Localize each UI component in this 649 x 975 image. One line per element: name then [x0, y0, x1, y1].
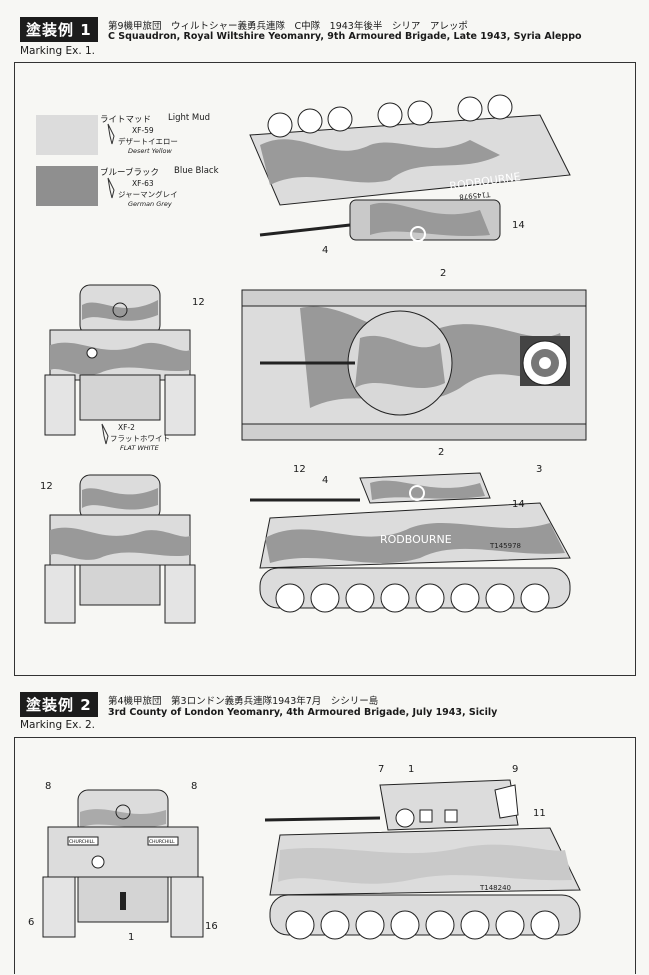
blue-black-label-en: Blue Black — [174, 166, 219, 176]
blue-black-swatch — [36, 166, 98, 206]
callout-ex2-side-11: 11 — [533, 808, 546, 819]
callout-ex2-front-8a: 8 — [45, 781, 52, 792]
callout-front-12: 12 — [192, 297, 205, 308]
light-mud-code-jp: デザートイエロー — [118, 137, 178, 146]
plate-marking: CHURCHILL — [69, 839, 95, 845]
flat-white-jp: フラットホワイト — [110, 434, 170, 443]
tank-ex1-top-view: RODBOURNE T145978 — [249, 94, 571, 242]
callout-ex2-side-7: 7 — [378, 764, 385, 775]
tank-ex1-rear-view — [44, 474, 196, 624]
callout-ex2-front-8b: 8 — [191, 781, 198, 792]
marking-ex2-title-en: 3rd County of London Yeomanry, 4th Armou… — [108, 707, 498, 718]
callout-ex2-side-9: 9 — [512, 764, 519, 775]
light-mud-label-en: Light Mud — [168, 113, 211, 123]
callout-ex2-side-1: 1 — [408, 764, 415, 775]
serial-marking: T148240 — [479, 884, 511, 892]
flat-white-en: FLAT WHITE — [120, 444, 159, 452]
callout-side-2: 2 — [438, 447, 445, 458]
rodbourne-marking: RODBOURNE — [380, 533, 452, 546]
tank-ex1-plan-view — [241, 289, 587, 441]
blue-black-code: XF-63 — [132, 179, 154, 188]
marking-ex2-frame — [14, 737, 636, 974]
callout-plan-3: 3 — [536, 464, 543, 475]
serial-marking: T145978 — [459, 190, 492, 201]
brush-icon — [101, 423, 109, 445]
marking-ex2-subtitle: Marking Ex. 2. — [20, 719, 96, 731]
marking-ex1-frame — [14, 62, 636, 676]
marking-ex1-title-jp: 第9機甲旅団 ウィルトシャー義勇兵連隊 C中隊 1943年後半 シリア アレッポ — [108, 21, 468, 32]
callout-ex2-front-1: 1 — [128, 932, 135, 943]
tank-ex2-front-view: CHURCHILL CHURCHILL — [42, 789, 204, 938]
tank-ex1-front-view — [44, 284, 196, 436]
blue-black-code-jp: ジャーマングレイ — [118, 190, 178, 199]
marking-ex1-title-en: C Squaudron, Royal Wiltshire Yeomanry, 9… — [108, 31, 582, 42]
callout-side-4: 4 — [322, 475, 329, 486]
brush-icon — [107, 177, 115, 199]
callout-plan-12: 12 — [293, 464, 306, 475]
tank-ex2-side-view: T148240 — [264, 779, 581, 940]
plate-marking: CHURCHILL — [149, 839, 175, 845]
callout-top-14: 14 — [512, 220, 525, 231]
marking-ex2-title-jp: 第4機甲旅団 第3ロンドン義勇兵連隊1943年7月 シシリー島 — [108, 696, 379, 707]
brush-icon — [107, 123, 115, 145]
blue-black-code-en: German Grey — [128, 200, 172, 208]
marking-ex1-subtitle: Marking Ex. 1. — [20, 45, 96, 57]
blue-black-label-jp: ブルーブラック — [100, 168, 159, 178]
callout-ex2-front-16: 16 — [205, 921, 218, 932]
callout-side-14: 14 — [512, 499, 525, 510]
callout-rear-12: 12 — [40, 481, 53, 492]
flat-white-code: XF-2 — [118, 423, 135, 432]
light-mud-label-jp: ライトマッド — [100, 115, 152, 125]
marking-ex2-badge: 塗装例 2 — [20, 692, 98, 717]
serial-marking: T145978 — [489, 542, 521, 550]
tank-ex1-side-view: RODBOURNE T145978 — [250, 472, 571, 613]
light-mud-code: XF-59 — [132, 126, 154, 135]
callout-ex2-front-6: 6 — [28, 917, 35, 928]
light-mud-swatch — [36, 115, 98, 155]
callout-top-2: 2 — [440, 268, 447, 279]
light-mud-code-en: Desert Yellow — [128, 147, 172, 155]
marking-ex1-badge: 塗装例 1 — [20, 17, 98, 42]
callout-top-4: 4 — [322, 245, 329, 256]
